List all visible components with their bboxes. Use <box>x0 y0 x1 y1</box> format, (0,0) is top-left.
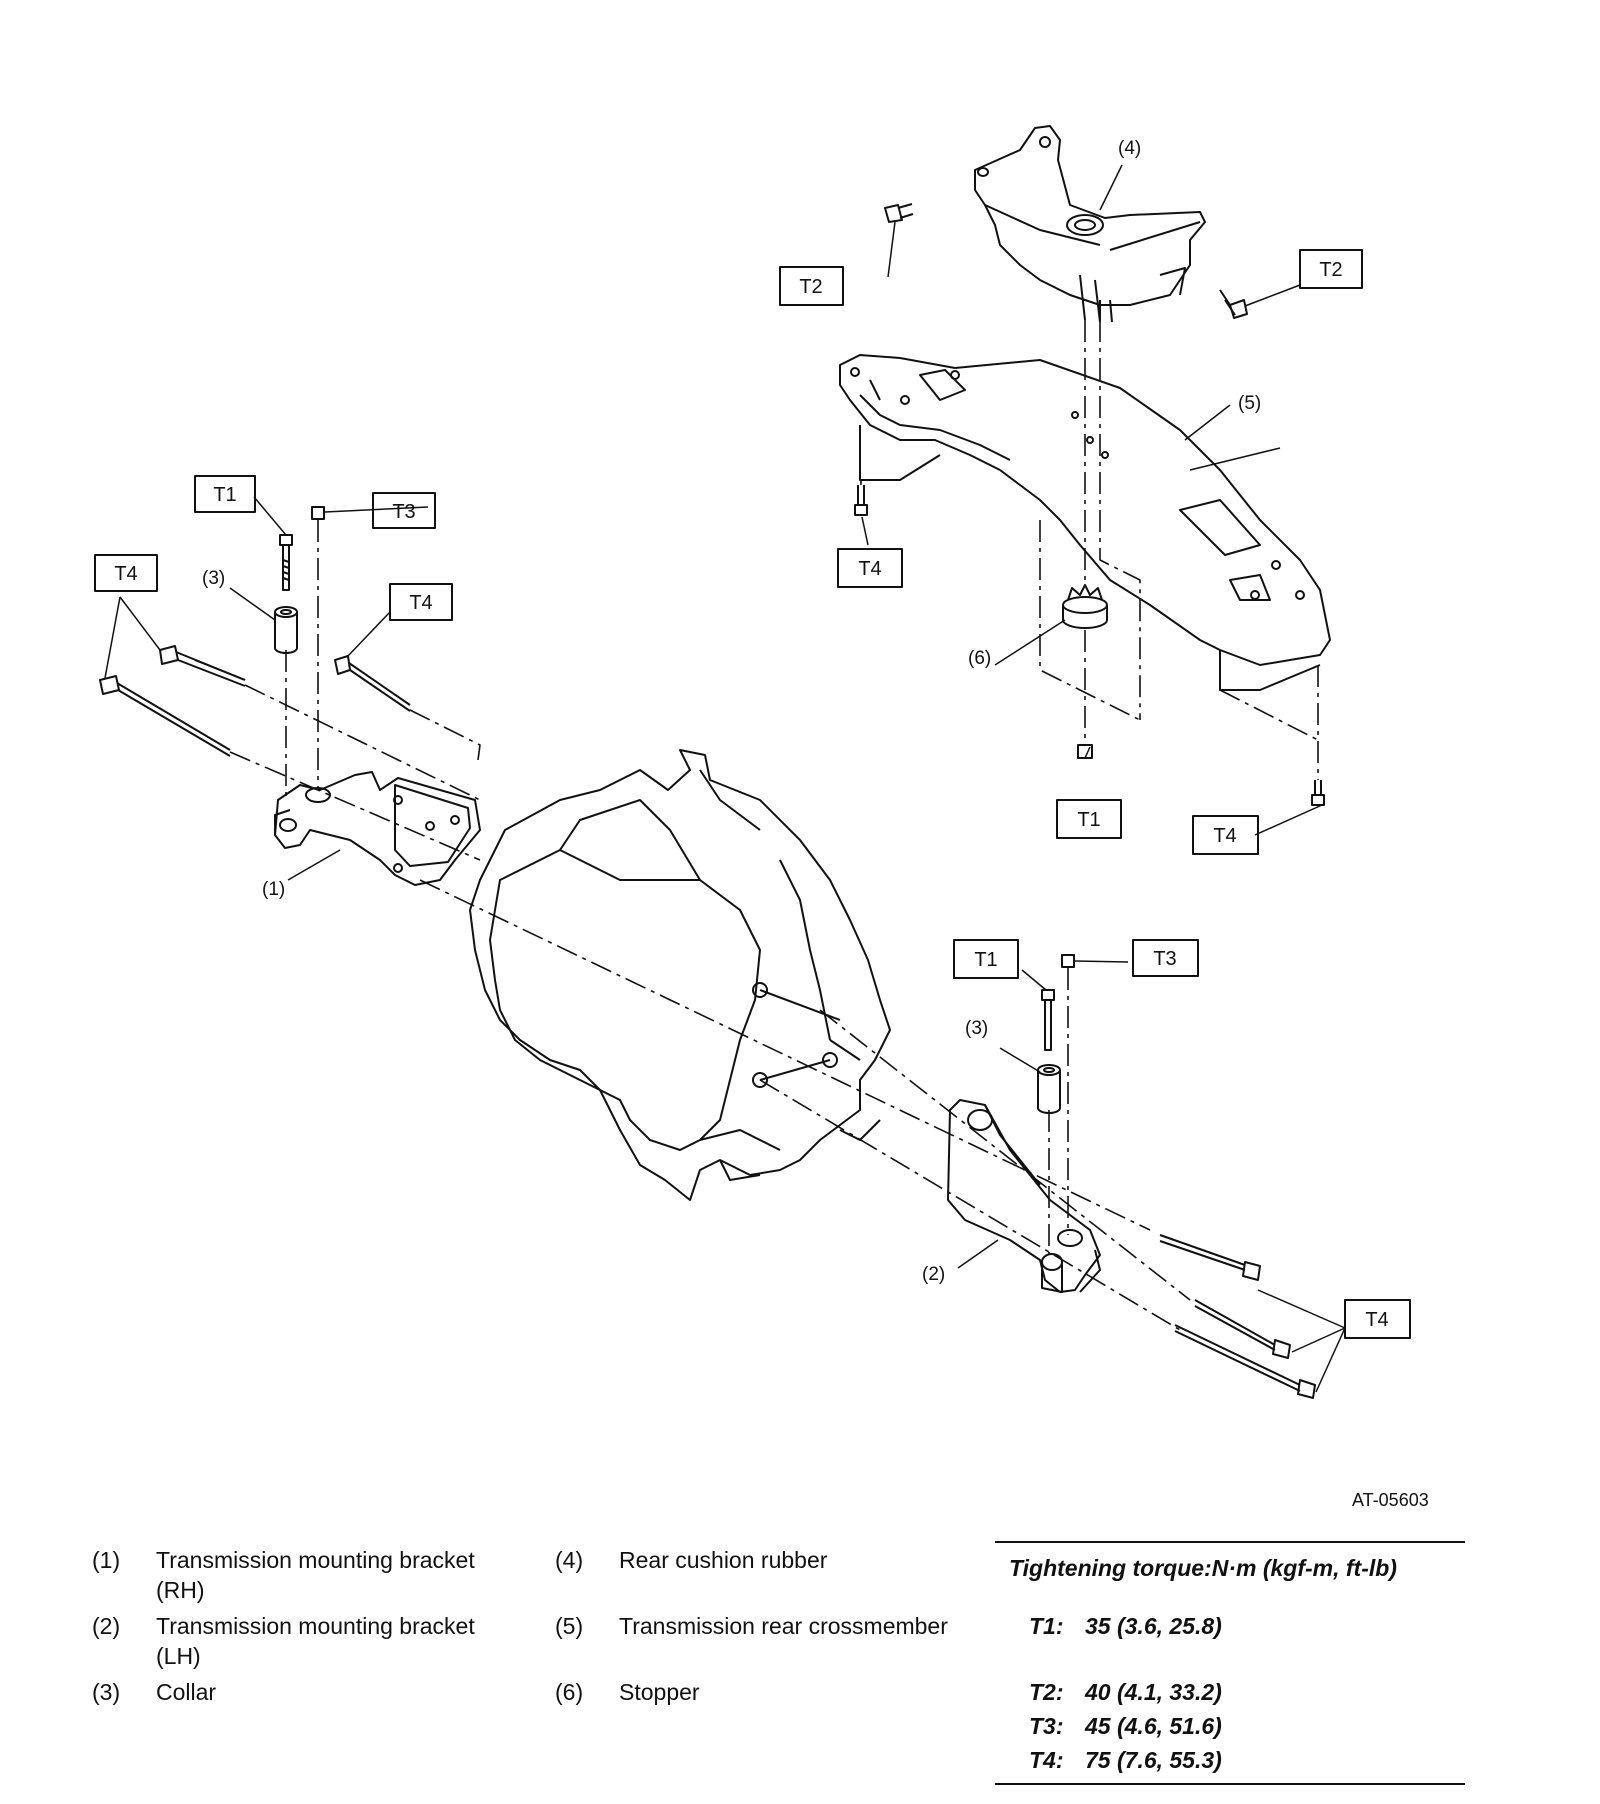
table-bottom-rule <box>995 1783 1465 1785</box>
legend-text: Transmission rear crossmember <box>619 1613 948 1639</box>
collar-left <box>274 606 298 654</box>
torque-label-t4-left-inner: T4 <box>409 592 432 614</box>
torque-label-t1-left: T1 <box>213 484 236 506</box>
legend-item: (3) Collar <box>92 1677 532 1707</box>
callout-labels: (3) (1) (4) (5) (6) (3) (2) <box>202 138 1261 1285</box>
callout-cushion-rubber: (4) <box>1118 138 1141 159</box>
legend-number: (1) <box>92 1547 121 1573</box>
legend-item: (1) Transmission mounting bracket (RH) <box>92 1545 532 1605</box>
bolts <box>99 203 1325 1399</box>
transmission-case <box>469 749 891 1201</box>
torque-label-t2-left: T2 <box>799 276 822 298</box>
torque-row: T1: 35 (3.6, 25.8) <box>1029 1613 1222 1640</box>
legend-text: Stopper <box>619 1679 700 1705</box>
torque-label-t1-stopper: T1 <box>1077 809 1100 831</box>
torque-label-t4-crossmember-right: T4 <box>1213 825 1236 847</box>
torque-value: 35 (3.6, 25.8) <box>1085 1613 1222 1639</box>
torque-label-t4-right: T4 <box>1365 1309 1388 1331</box>
callout-collar-left: (3) <box>202 568 225 589</box>
legend-text: Transmission mounting bracket (RH) <box>156 1547 475 1603</box>
rear-crossmember <box>839 354 1331 691</box>
torque-boxes <box>94 249 1411 1339</box>
legend-item: (5) Transmission rear crossmember <box>555 1611 975 1641</box>
stopper <box>1062 584 1108 629</box>
leader-lines <box>104 164 1346 1393</box>
legend-text: Rear cushion rubber <box>619 1547 828 1573</box>
torque-row: T3: 45 (4.6, 51.6) <box>1029 1713 1222 1740</box>
exploded-view-diagram: T1 T3 T4 T4 T2 T2 T4 T1 T4 T1 T3 T4 (3) … <box>94 125 1411 1399</box>
legend-number: (4) <box>555 1547 584 1573</box>
torque-label-t3-right: T3 <box>1153 948 1176 970</box>
rear-cushion-rubber <box>974 125 1206 323</box>
torque-value: 45 (4.6, 51.6) <box>1085 1713 1222 1739</box>
figure-reference: AT-05603 <box>1352 1490 1429 1510</box>
callout-bracket-rh: (1) <box>262 879 285 900</box>
torque-row: T2: 40 (4.1, 33.2) <box>1029 1679 1222 1706</box>
torque-label-t4-left-outer: T4 <box>114 563 137 585</box>
callout-bracket-lh: (2) <box>922 1264 945 1285</box>
legend-number: (3) <box>92 1679 121 1705</box>
torque-code: T2: <box>1029 1679 1064 1705</box>
legend-item: (2) Transmission mounting bracket (LH) <box>92 1611 532 1671</box>
torque-box-labels: T1 T3 T4 T4 T2 T2 T4 T1 T4 T1 T3 T4 <box>114 259 1388 1331</box>
torque-code: T1: <box>1029 1613 1064 1639</box>
legend-number: (2) <box>92 1613 121 1639</box>
torque-label-t1-right: T1 <box>974 949 997 971</box>
callout-crossmember: (5) <box>1238 393 1261 414</box>
legend-number: (5) <box>555 1613 584 1639</box>
legend-item: (4) Rear cushion rubber <box>555 1545 975 1575</box>
legend-item: (6) Stopper <box>555 1677 975 1707</box>
torque-value: 40 (4.1, 33.2) <box>1085 1679 1222 1705</box>
mounting-bracket-lh <box>947 1099 1101 1293</box>
collar-right <box>1037 1064 1061 1114</box>
torque-code: T3: <box>1029 1713 1064 1739</box>
torque-code: T4: <box>1029 1747 1064 1773</box>
legend-number: (6) <box>555 1679 584 1705</box>
callout-collar-right: (3) <box>965 1018 988 1039</box>
torque-table-title: Tightening torque:N·m (kgf-m, ft-lb) <box>1009 1555 1397 1581</box>
torque-label-t4-crossmember-left: T4 <box>858 558 881 580</box>
table-top-rule <box>995 1541 1465 1543</box>
legend-text: Transmission mounting bracket (LH) <box>156 1613 475 1669</box>
mounting-bracket-rh <box>274 771 481 886</box>
torque-row: T4: 75 (7.6, 55.3) <box>1029 1747 1222 1774</box>
alignment-lines <box>229 320 1319 1331</box>
legend-text: Collar <box>156 1679 217 1705</box>
callout-stopper: (6) <box>968 648 991 669</box>
torque-label-t3-left: T3 <box>392 501 415 523</box>
torque-label-t2-right: T2 <box>1319 259 1342 281</box>
torque-value: 75 (7.6, 55.3) <box>1085 1747 1222 1773</box>
